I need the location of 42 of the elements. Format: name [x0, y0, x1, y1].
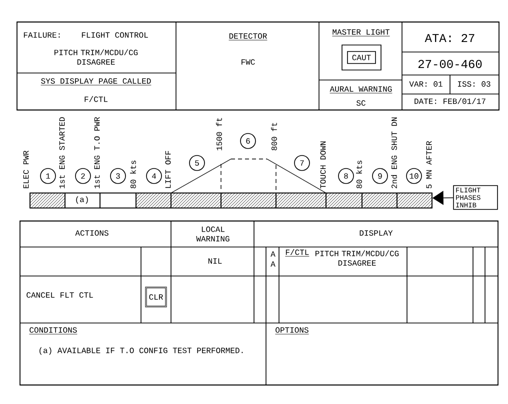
phase-label: 1st ENG T.O PWR [94, 117, 100, 188]
heading: OPTIONS [275, 327, 309, 334]
cell-text: DATE: FEB/01/17 [414, 98, 486, 104]
cell-text: F/CTL [285, 249, 310, 257]
cell-text: A [270, 261, 276, 267]
phase-label: ELEC PWR [23, 150, 29, 188]
cell-text: F/CTL [84, 96, 108, 102]
cell-text: FWC [242, 59, 255, 65]
note-text: (a) AVAILABLE IF T.O CONFIG TEST PERFORMED. [40, 347, 243, 355]
cell-text: CANCEL FLT CTL [26, 292, 93, 298]
phase-label: 2nd ENG SHUT DN [391, 117, 397, 188]
cell-text: PITCH TRIM/MCDU/CG DISAGREE [54, 49, 138, 65]
caution-light: CAUT [342, 44, 382, 70]
cell-text: PITCH TRIM/MCDU/CG DISAGREE [316, 250, 399, 266]
cell-text: SC [356, 100, 366, 106]
phase-label: 800 ft [271, 122, 277, 150]
clear-key: CLR [145, 286, 167, 308]
phase-label: 5 MN AFTER [426, 141, 432, 188]
phase-label: 1st ENG STARTED [59, 117, 65, 188]
task-number: 27-00-460 [418, 60, 482, 68]
heading: DETECTOR [228, 33, 268, 40]
phase-label: 80 kts [130, 160, 136, 188]
phase-label: TOUCH DOWN [320, 141, 326, 188]
heading: SYS DISPLAY PAGE CALLED [40, 78, 152, 86]
cell-text: A [270, 251, 276, 257]
cell-text: ISS: 03 [458, 81, 490, 87]
cell-text: FAILURE: [24, 32, 60, 38]
column-heading: LOCAL WARNING [196, 226, 230, 242]
phase-label: 1500 ft [216, 118, 222, 150]
phase-bar [30, 192, 432, 208]
heading: AURAL WARNING [330, 86, 392, 94]
phase-label: 80 kts [356, 160, 362, 188]
phase-label: LIFT OFF [165, 150, 171, 188]
cell-text: (a) [76, 196, 88, 204]
heading: CONDITIONS [29, 327, 78, 334]
cell-text: NIL [208, 258, 222, 264]
cell-text: VAR: 01 [409, 81, 442, 87]
ata-number: ATA: 27 [424, 34, 474, 42]
column-heading: DISPLAY [360, 230, 393, 236]
cell-text: FLIGHT CONTROL [82, 32, 148, 38]
heading: MASTER LIGHT [332, 29, 390, 36]
column-heading: ACTIONS [75, 230, 108, 236]
